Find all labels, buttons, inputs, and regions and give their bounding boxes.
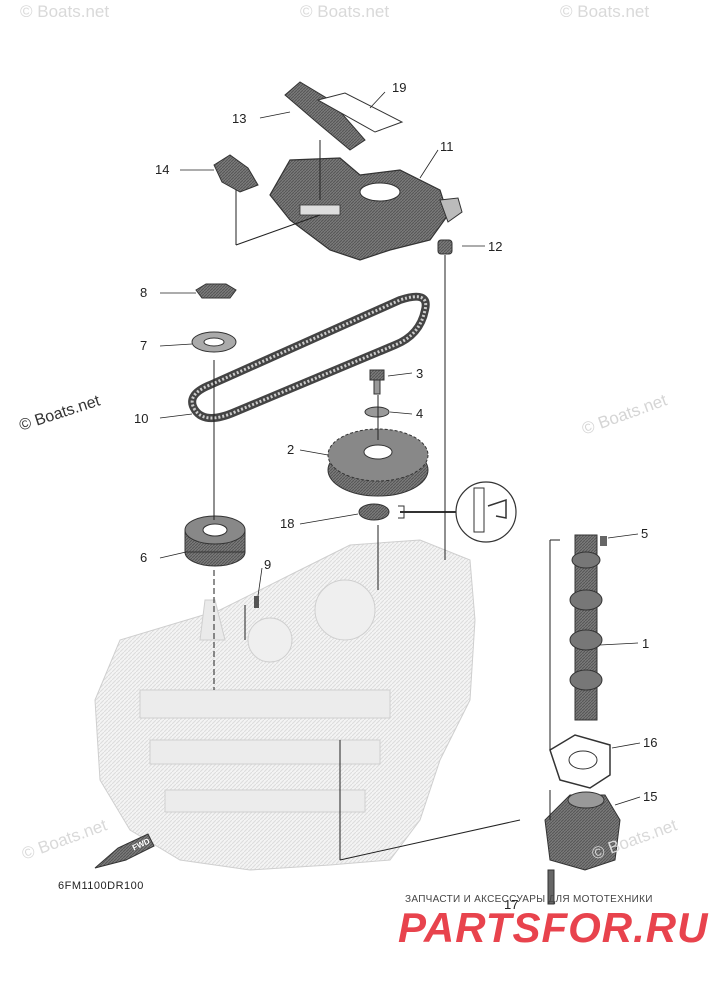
callout-13: 13: [232, 111, 247, 126]
nut-part: [437, 239, 453, 255]
camshaft: [569, 534, 603, 721]
callout-19: 19: [392, 80, 407, 95]
logo-tagline: ЗАПЧАСТИ И АКСЕССУАРЫ ДЛЯ МОТОТЕХНИКИ: [405, 894, 653, 905]
belt-cover: [269, 157, 463, 261]
callout-6: 6: [140, 550, 148, 565]
callout-10: 10: [134, 411, 149, 426]
label-plate: [316, 92, 404, 133]
belt-teeth: [190, 295, 428, 420]
watermark: © Boats.net: [300, 2, 390, 21]
callout-12: 12: [488, 239, 503, 254]
gasket-hole: [568, 750, 598, 770]
callout-11: 11: [440, 139, 454, 154]
oil-pump: [544, 791, 621, 871]
crankshaft-pulley: [184, 515, 246, 567]
guide-lines: [213, 140, 560, 861]
callout-15: 15: [643, 789, 658, 804]
bracket-part: [213, 154, 259, 193]
callout-8: 8: [140, 285, 148, 300]
partsfor-logo: PARTSFOR.RU: [398, 904, 709, 951]
forward-arrow: [94, 833, 155, 869]
flywheel-nut: [195, 283, 237, 299]
callout-5: 5: [641, 526, 649, 541]
watermark: © Boats.net: [560, 2, 650, 21]
callout-7: 7: [140, 338, 148, 353]
dowel-pin: [254, 596, 259, 608]
callout-14: 14: [155, 162, 170, 177]
woodruff-key: [600, 536, 607, 546]
callout-1: 1: [642, 636, 650, 651]
timing-belt: [188, 292, 430, 422]
callout-2: 2: [287, 442, 295, 457]
pump-bolt: [547, 869, 555, 905]
callout-17: 17: [504, 897, 519, 912]
watermark: © Boats.net: [20, 2, 110, 21]
oil-seal: [358, 503, 390, 521]
detail-inset: [398, 481, 517, 543]
callout-18: 18: [280, 516, 295, 531]
engine-block: [94, 539, 476, 871]
small-washer: [364, 406, 390, 418]
callout-3: 3: [416, 366, 424, 381]
callout-4: 4: [416, 406, 424, 421]
diagram-code: 6FM1100DR100: [58, 880, 144, 892]
bolt: [369, 369, 385, 395]
callout-9: 9: [264, 557, 272, 572]
camshaft-pulley: [327, 428, 429, 497]
leader-lines: [159, 91, 641, 806]
callout-16: 16: [643, 735, 658, 750]
seal-strip: [284, 81, 366, 151]
washer-hole: [203, 337, 225, 347]
